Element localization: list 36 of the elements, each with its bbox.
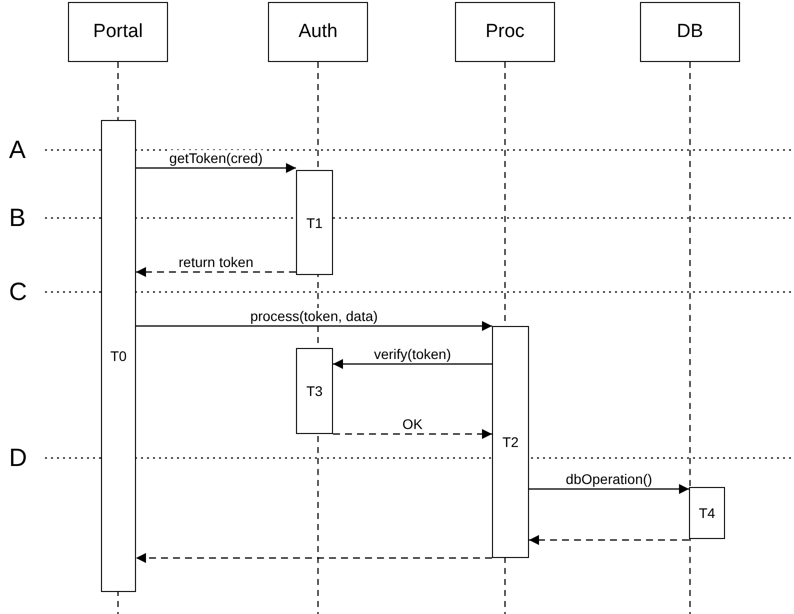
- activation-label: T4: [698, 505, 716, 521]
- activation-label: T2: [502, 434, 519, 450]
- message-label: OK: [400, 416, 425, 432]
- message-arrow: [136, 321, 492, 331]
- message-label: return token: [176, 254, 256, 270]
- message-arrow: [529, 484, 689, 494]
- participant-name: Portal: [93, 21, 143, 43]
- activation-label: T3: [306, 383, 323, 399]
- participant-name: Auth: [298, 21, 338, 43]
- message-label: process(token, data): [248, 308, 380, 324]
- time-point-letter: B: [9, 204, 26, 232]
- activation-bar: [101, 120, 136, 592]
- participant-box: [68, 2, 168, 62]
- return-message-arrow: [333, 429, 492, 439]
- activation-bar: [296, 170, 333, 275]
- time-point-letter: A: [9, 136, 26, 164]
- activation-label: T0: [110, 348, 127, 364]
- participant-box: [640, 2, 740, 62]
- message-label: getToken(cred): [167, 150, 265, 166]
- return-message-arrow: [529, 535, 689, 545]
- message-label: dbOperation(): [564, 471, 654, 487]
- participant-box: [268, 2, 368, 62]
- activation-bar: [492, 326, 529, 558]
- activation-label: T1: [306, 214, 323, 230]
- participant-name: Proc: [485, 21, 525, 43]
- participant-box: [455, 2, 555, 62]
- message-label: verify(token): [372, 346, 454, 362]
- time-point-letter: C: [9, 278, 28, 306]
- activation-bar: [689, 487, 725, 539]
- participant-name: DB: [676, 21, 704, 43]
- activation-bar: [296, 348, 333, 434]
- return-message-arrow: [136, 267, 296, 277]
- message-arrow: [333, 359, 492, 369]
- time-point-letter: D: [9, 444, 28, 472]
- return-message-arrow: [136, 553, 492, 563]
- message-arrow: [136, 163, 296, 173]
